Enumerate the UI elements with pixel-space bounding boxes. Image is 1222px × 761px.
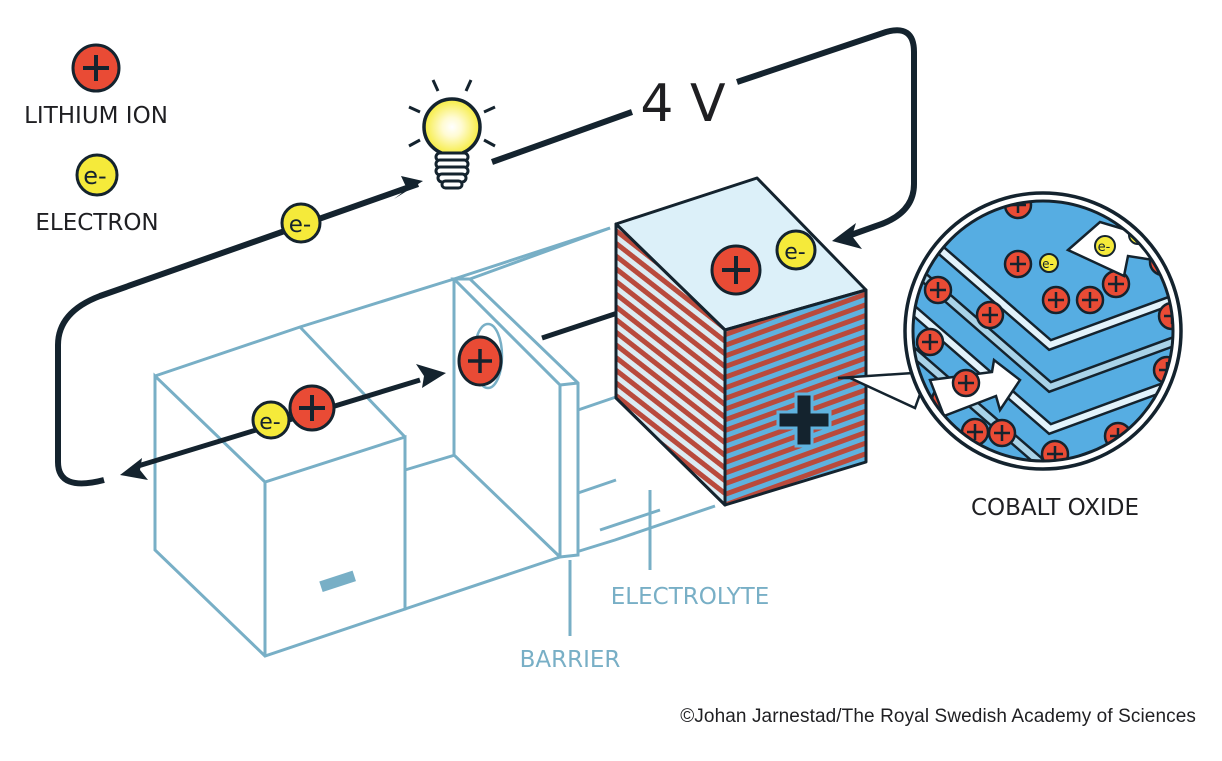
- zoom-callout: [837, 370, 930, 410]
- external-circuit: [55, 27, 917, 487]
- wire-electron: e-: [280, 202, 322, 244]
- electrolyte-label: ELECTROLYTE: [611, 584, 769, 610]
- barrier-label: BARRIER: [520, 647, 621, 673]
- ion-in-barrier: [457, 322, 504, 390]
- cobalt-oxide-ion: [975, 300, 1005, 330]
- anode-minus-sign: [319, 570, 356, 592]
- legend-electron-symbol: e-: [83, 162, 106, 190]
- cathode-ion: [710, 244, 762, 296]
- anode-ion: [288, 384, 336, 432]
- cobalt-oxide-ion: [915, 327, 945, 357]
- legend-lithium-ion-label: LITHIUM ION: [24, 103, 168, 129]
- svg-text:e-: e-: [259, 410, 280, 435]
- circuit-wire-bulb-to-voltage: [490, 109, 634, 165]
- svg-text:e-: e-: [1042, 257, 1054, 271]
- battery-housing: [153, 226, 716, 658]
- svg-text:e-: e-: [289, 212, 311, 238]
- svg-text:e-: e-: [784, 240, 805, 265]
- legend: LITHIUM ION e- ELECTRON: [24, 43, 168, 236]
- image-credit: ©Johan Jarnestad/The Royal Swedish Acade…: [680, 706, 1196, 727]
- cathode-plus-sign: [776, 392, 832, 448]
- cobalt-oxide-ion: [1041, 285, 1071, 315]
- circuit-arrow-to-bulb: [394, 176, 423, 199]
- svg-text:e-: e-: [1098, 240, 1111, 255]
- legend-electron-label: ELECTRON: [35, 210, 158, 236]
- circuit-wire-left: [55, 181, 419, 487]
- cathode-electron: e-: [775, 229, 817, 271]
- ion-transport-arrows: [137, 288, 685, 469]
- legend-lithium-ion-icon: [71, 43, 121, 93]
- cathode-cube: [614, 176, 868, 507]
- cobalt-oxide-ion: [1075, 285, 1105, 315]
- cobalt-oxide-ion: [1003, 249, 1033, 279]
- cobalt-oxide-ion: [987, 418, 1017, 448]
- arrow-head-left: [120, 458, 148, 480]
- anode-electron: e-: [251, 400, 291, 440]
- circuit-wire-voltage-to-cathode: [736, 27, 917, 239]
- cobalt-oxide-label: COBALT OXIDE: [971, 495, 1139, 521]
- arrow-head-barrier: [416, 364, 446, 388]
- cobalt-oxide-ion: [923, 275, 953, 305]
- light-bulb-icon: [408, 79, 496, 190]
- circuit-arrow-to-cathode: [832, 223, 862, 249]
- cobalt-oxide-zoom: e- e-: [903, 191, 1183, 471]
- voltage-label: 4 V: [640, 74, 726, 134]
- zoom-arrow-ion-particle: [951, 368, 981, 398]
- cobalt-oxide-layer: [913, 261, 1173, 433]
- legend-electron-icon: e-: [75, 153, 119, 197]
